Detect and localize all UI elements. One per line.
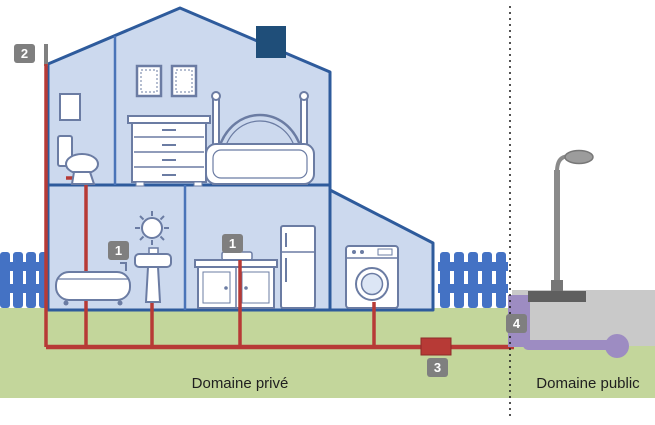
fridge xyxy=(280,225,316,309)
callout-inspection-chamber: 3 xyxy=(427,358,448,377)
inspection-box xyxy=(420,337,452,356)
fence-left xyxy=(0,252,49,308)
bed xyxy=(205,91,315,185)
picture-frames xyxy=(135,64,198,98)
washing-machine xyxy=(345,245,399,309)
domain-private-label: Domaine privé xyxy=(192,375,289,392)
chimney xyxy=(256,26,286,58)
callout-public-connection-label: 4 xyxy=(513,316,521,331)
fence-right xyxy=(438,252,508,308)
callout-inspection-chamber-label: 3 xyxy=(434,360,441,375)
callout-vent-stack-label: 2 xyxy=(21,46,28,61)
public-pipe-endpoint xyxy=(605,334,629,358)
bathroom-wall-frame xyxy=(59,93,81,121)
callout-bathroom-fixtures: 1 xyxy=(108,241,129,260)
callout-vent-stack: 2 xyxy=(14,44,35,63)
callout-kitchen-fixtures-label: 1 xyxy=(229,236,236,251)
callout-kitchen-fixtures: 1 xyxy=(222,234,243,253)
callout-public-connection: 4 xyxy=(506,314,527,333)
street-lamp xyxy=(528,149,594,302)
callout-bathroom-fixtures-label: 1 xyxy=(115,243,122,258)
sun-mirror xyxy=(135,211,169,245)
dresser xyxy=(127,115,211,187)
bathtub xyxy=(55,262,131,306)
domain-public-label: Domaine public xyxy=(536,375,640,392)
lamp-base xyxy=(528,291,586,302)
pedestal-sink xyxy=(134,247,172,347)
toilet xyxy=(57,135,99,185)
kitchen-sink-cabinet xyxy=(194,243,278,309)
lamp-head xyxy=(564,149,594,165)
